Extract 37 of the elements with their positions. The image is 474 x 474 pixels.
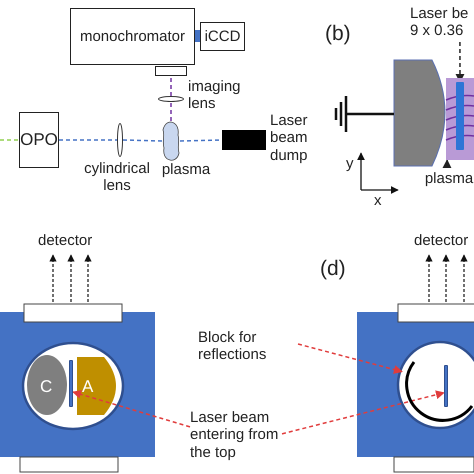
electrode-label: A bbox=[82, 377, 94, 397]
axis-label: y bbox=[346, 155, 354, 172]
axis-label: x bbox=[374, 192, 382, 210]
component-label: imaging lens bbox=[188, 78, 242, 112]
beam-line bbox=[122, 139, 162, 142]
imaging-lens bbox=[158, 96, 184, 102]
leader-line bbox=[282, 390, 445, 435]
detector-label: detector bbox=[38, 232, 92, 250]
electrode-label: C bbox=[40, 377, 52, 397]
cylindrical-lens bbox=[117, 123, 123, 157]
label-text: 9 x 0.36 bbox=[410, 22, 464, 40]
leader-line bbox=[298, 343, 403, 374]
label-text: Laser be bbox=[410, 4, 468, 22]
beam-line bbox=[0, 139, 19, 141]
beam-dump bbox=[222, 130, 266, 150]
laser-beam-bar bbox=[456, 82, 464, 150]
detector-box: iCCD bbox=[200, 22, 245, 51]
block-label: Block for reflections bbox=[198, 326, 298, 366]
plasma-region bbox=[446, 78, 474, 160]
beam-line bbox=[59, 139, 117, 141]
component-label: cylindrical lens bbox=[83, 160, 151, 194]
component-label: plasma bbox=[160, 161, 212, 178]
laser-beam-label: Laser beam entering from the top bbox=[190, 406, 282, 464]
beam-line bbox=[170, 102, 172, 121]
plasma-label: plasma bbox=[424, 168, 474, 190]
panel-label: (b) bbox=[325, 22, 351, 46]
detector-label: detector bbox=[414, 232, 468, 250]
laser-beam-bar bbox=[69, 360, 73, 407]
panel-label: (d) bbox=[320, 257, 346, 282]
slit-box bbox=[155, 66, 187, 76]
component-label: Laser beam dump bbox=[270, 112, 309, 164]
opo-box: OPO bbox=[19, 112, 59, 168]
plasma-blob bbox=[162, 121, 180, 161]
leader-line bbox=[72, 390, 190, 428]
monochromator-box: monochromator bbox=[70, 8, 195, 65]
leader-line bbox=[442, 159, 452, 168]
beam-line bbox=[170, 76, 172, 96]
